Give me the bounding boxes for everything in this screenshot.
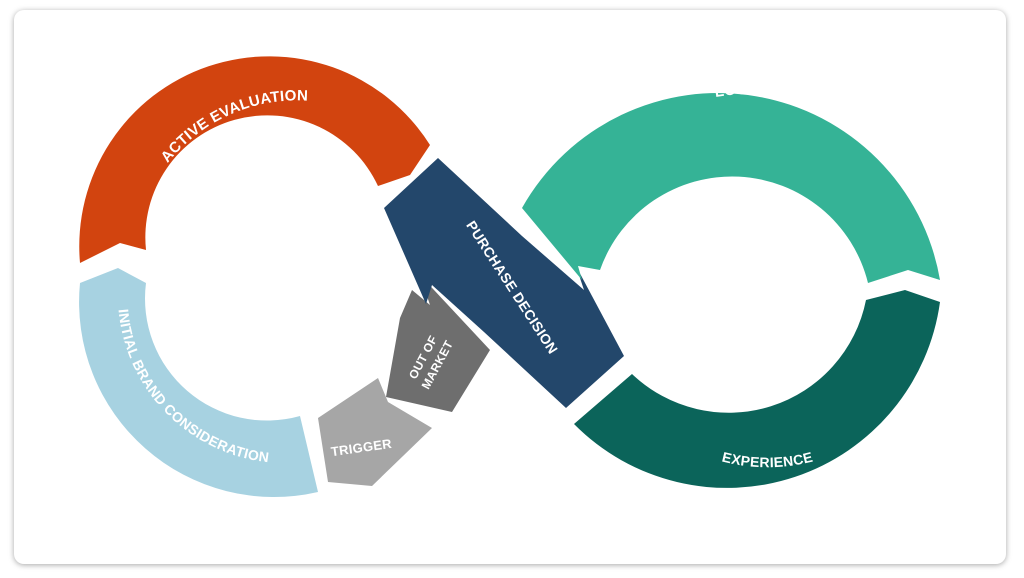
purchase-decision-arrow bbox=[384, 158, 624, 408]
experience-segment bbox=[574, 290, 940, 488]
loyalty-label: LOYALTY bbox=[713, 81, 786, 101]
loyalty-segment bbox=[522, 93, 940, 284]
out-of-market-segment bbox=[386, 275, 490, 412]
active-evaluation-segment bbox=[79, 56, 430, 263]
experience-label: EXPERIENCE bbox=[721, 449, 815, 471]
initial-brand-consideration-segment bbox=[79, 268, 319, 498]
trigger-segment bbox=[318, 378, 432, 486]
diagram-card: ACTIVE EVALUATION INITIAL BRAND CONSIDER… bbox=[14, 10, 1006, 564]
customer-journey-loop-diagram: ACTIVE EVALUATION INITIAL BRAND CONSIDER… bbox=[79, 56, 940, 498]
